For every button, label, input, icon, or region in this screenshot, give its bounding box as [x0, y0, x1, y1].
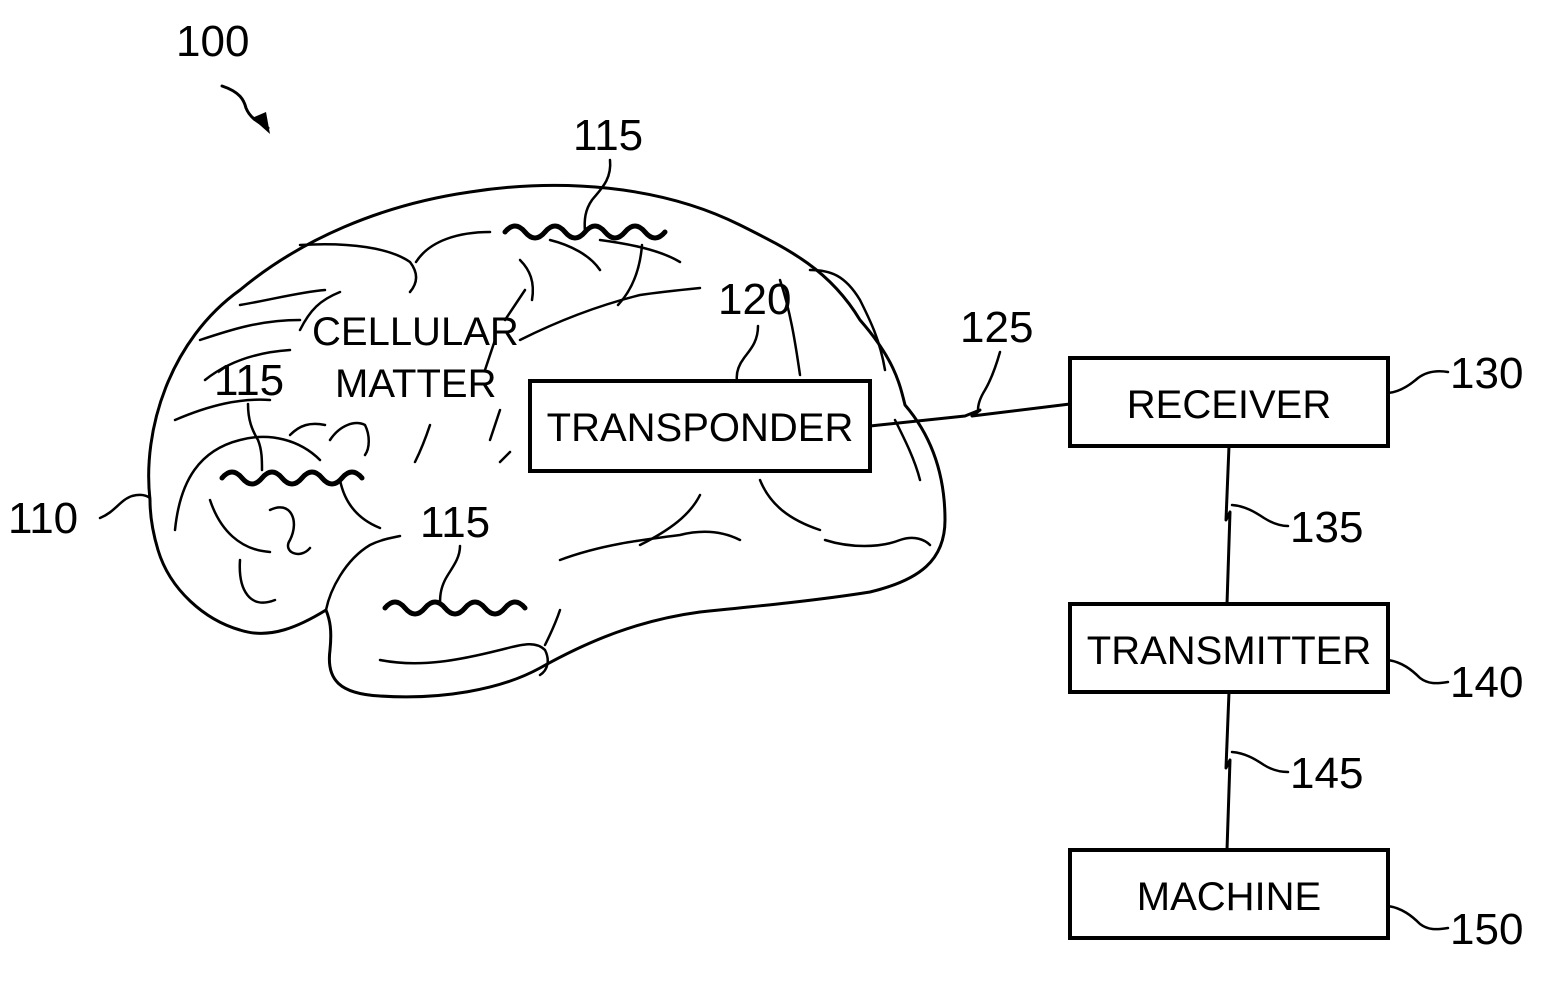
brain-fold: [895, 420, 920, 480]
brain-fold: [550, 240, 600, 270]
machine-label: MACHINE: [1137, 875, 1321, 919]
ref-110: 110: [8, 494, 78, 543]
ref-115-top: 115: [573, 111, 643, 160]
brain-fold: [416, 232, 490, 262]
brain-fold: [200, 320, 300, 340]
leader-150: [1388, 906, 1448, 929]
brain-fold: [240, 560, 275, 603]
arrow-100-head: [252, 112, 270, 134]
brain-fold: [560, 532, 740, 560]
ref-125: 125: [960, 303, 1033, 352]
brain-fold: [290, 424, 325, 435]
brain-fold: [326, 536, 400, 610]
receiver-label: RECEIVER: [1127, 383, 1332, 427]
ref-130: 130: [1450, 349, 1523, 398]
ref-115-bottom: 115: [420, 498, 490, 547]
ref-115-left: 115: [214, 356, 284, 405]
signal-wave-left: [222, 472, 362, 484]
transponder-label: TRANSPONDER: [547, 406, 854, 450]
brain-fold: [380, 644, 548, 675]
brain-fold: [760, 480, 820, 530]
brain-fold: [500, 452, 510, 462]
ref-120: 120: [718, 275, 791, 324]
leader-120: [737, 326, 758, 381]
ref-145: 145: [1290, 749, 1363, 798]
transmitter-label: TRANSMITTER: [1087, 629, 1371, 673]
ref-100: 100: [176, 17, 249, 66]
brain-fold: [240, 290, 325, 305]
brain-fold: [300, 244, 416, 292]
ref-140: 140: [1450, 658, 1523, 707]
link-145: [1226, 692, 1230, 850]
brain-fold: [340, 480, 380, 528]
leader-115-top: [585, 160, 611, 232]
link-125: [870, 404, 1070, 426]
signal-wave-bottom: [385, 602, 525, 614]
brain-fold: [520, 288, 700, 340]
leader-125: [978, 352, 1000, 410]
link-135: [1226, 446, 1230, 604]
brain-fold: [270, 507, 310, 554]
leader-145: [1232, 752, 1288, 772]
cellular-label-line1: CELLULAR: [312, 310, 519, 354]
brain-fold: [545, 610, 560, 645]
leader-140: [1388, 660, 1448, 683]
brain-fold: [415, 425, 430, 462]
cellular-label-line2: MATTER: [335, 362, 496, 406]
leader-135: [1232, 505, 1288, 526]
brain-fold: [330, 423, 369, 455]
ref-150: 150: [1450, 905, 1523, 954]
brain-fold: [210, 500, 270, 552]
ref-135: 135: [1290, 503, 1363, 552]
brain-fold: [825, 538, 930, 546]
leader-130: [1388, 371, 1448, 393]
brain-fold: [810, 270, 885, 370]
leader-110: [100, 495, 150, 518]
leader-115-bottom: [440, 546, 460, 605]
